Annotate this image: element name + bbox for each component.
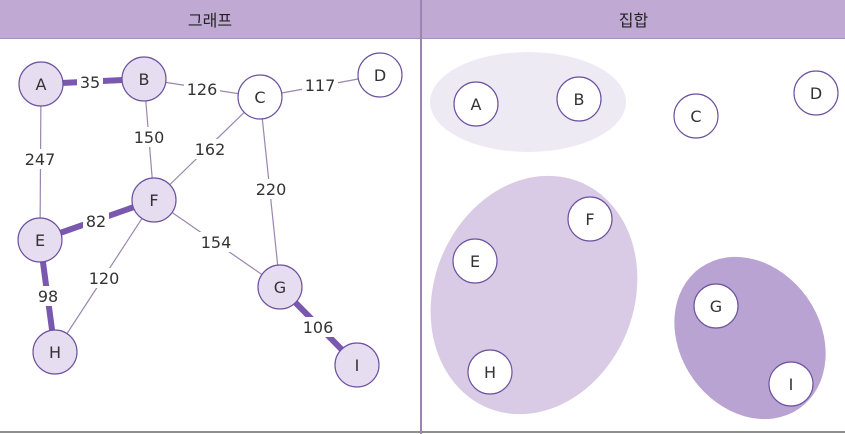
- weight-label-f-h: 120: [89, 269, 120, 288]
- set-node-circle-b: [556, 76, 602, 122]
- graph-node-label-b: B: [139, 70, 150, 89]
- graph-node-circle-c: [237, 74, 283, 120]
- graph-node-circle-b: [121, 56, 167, 102]
- set-node-label-i: I: [789, 375, 794, 394]
- weight-bg-f-h: [86, 268, 122, 288]
- weight-label-a-e: 247: [25, 150, 56, 169]
- set-panel-header: 집합: [422, 0, 845, 39]
- weight-label-e-f: 82: [86, 212, 106, 231]
- graph-node-g: G: [257, 264, 303, 310]
- edge-weight-labels: 35 126 117 247 150 162 220 82 154 98 120 106: [22, 72, 338, 337]
- set-node-b: B: [556, 76, 602, 122]
- weight-bg-c-g: [253, 179, 289, 199]
- weight-label-c-f: 162: [195, 140, 226, 159]
- graph-node-circle-g: [257, 264, 303, 310]
- weight-label-b-c: 126: [187, 80, 218, 99]
- set-node-label-g: G: [710, 297, 722, 316]
- weight-label-a-b: 35: [80, 73, 100, 92]
- set-node-d: D: [793, 70, 839, 116]
- graph-node-label-f: F: [149, 191, 158, 210]
- graph-panel-header: 그래프: [0, 0, 420, 39]
- graph-node-circle-f: [131, 177, 177, 223]
- graph-node-label-i: I: [355, 356, 360, 375]
- weight-label-g-i: 106: [303, 318, 334, 337]
- set-node-circle-g: [693, 283, 739, 329]
- set-node-label-a: A: [471, 95, 482, 114]
- weight-bg-e-h: [35, 286, 61, 306]
- graph-node-b: B: [121, 56, 167, 102]
- graph-node-a: A: [18, 61, 64, 107]
- set-node-g: G: [693, 283, 739, 329]
- set-node-c: C: [673, 93, 719, 139]
- panel-divider: [420, 0, 422, 434]
- graph-node-e: E: [17, 217, 63, 263]
- set-node-i: I: [768, 361, 814, 407]
- set-node-circle-d: [793, 70, 839, 116]
- weight-label-c-g: 220: [256, 180, 287, 199]
- graph-node-circle-h: [32, 329, 78, 375]
- set-node-label-e: E: [470, 252, 480, 271]
- set-node-a: A: [453, 81, 499, 127]
- set-node-label-f: F: [585, 210, 594, 229]
- set-node-circle-h: [467, 349, 513, 395]
- graph-node-f: F: [131, 177, 177, 223]
- graph-node-c: C: [237, 74, 283, 120]
- weight-bg-b-f: [131, 127, 167, 147]
- set-node-circle-a: [453, 81, 499, 127]
- weight-bg-f-g: [198, 232, 234, 252]
- graph-node-label-e: E: [35, 231, 45, 250]
- set-node-label-b: B: [574, 90, 585, 109]
- set-node-e: E: [452, 238, 498, 284]
- graph-nodes: A B C D E F G H I: [17, 52, 403, 388]
- weight-bg-a-e: [22, 149, 58, 169]
- graph-node-circle-i: [334, 342, 380, 388]
- set-node-label-d: D: [810, 84, 822, 103]
- weight-bg-e-f: [83, 211, 109, 231]
- weight-bg-a-b: [77, 72, 103, 92]
- set-node-f: F: [567, 196, 613, 242]
- weight-label-f-g: 154: [201, 233, 232, 252]
- weight-label-c-d: 117: [305, 76, 336, 95]
- set-node-circle-i: [768, 361, 814, 407]
- set-node-circle-f: [567, 196, 613, 242]
- weight-bg-g-i: [300, 317, 336, 337]
- weight-bg-c-f: [192, 139, 228, 159]
- set-efh-region: [430, 175, 638, 415]
- graph-node-circle-a: [18, 61, 64, 107]
- set-node-label-h: H: [484, 363, 496, 382]
- weight-bg-c-d: [302, 75, 338, 95]
- bottom-border: [0, 431, 845, 433]
- graph-panel-title: 그래프: [187, 11, 233, 30]
- weight-bg-b-c: [184, 79, 220, 99]
- set-node-circle-c: [673, 93, 719, 139]
- set-gi-region: [674, 256, 826, 420]
- graph-node-i: I: [334, 342, 380, 388]
- graph-node-label-a: A: [36, 75, 47, 94]
- graph-node-h: H: [32, 329, 78, 375]
- graph-node-label-d: D: [374, 66, 386, 85]
- set-panel-title: 집합: [618, 11, 649, 30]
- set-nodes: A B C D E F G H I: [452, 70, 839, 407]
- weight-label-e-h: 98: [38, 287, 58, 306]
- graph-node-d: D: [357, 52, 403, 98]
- graph-node-label-g: G: [274, 278, 286, 297]
- graph-node-label-h: H: [49, 343, 61, 362]
- weight-label-b-f: 150: [134, 128, 165, 147]
- graph-node-label-c: C: [254, 88, 265, 107]
- set-node-label-c: C: [690, 107, 701, 126]
- graph-node-circle-d: [357, 52, 403, 98]
- set-node-h: H: [467, 349, 513, 395]
- graph-node-circle-e: [17, 217, 63, 263]
- set-node-circle-e: [452, 238, 498, 284]
